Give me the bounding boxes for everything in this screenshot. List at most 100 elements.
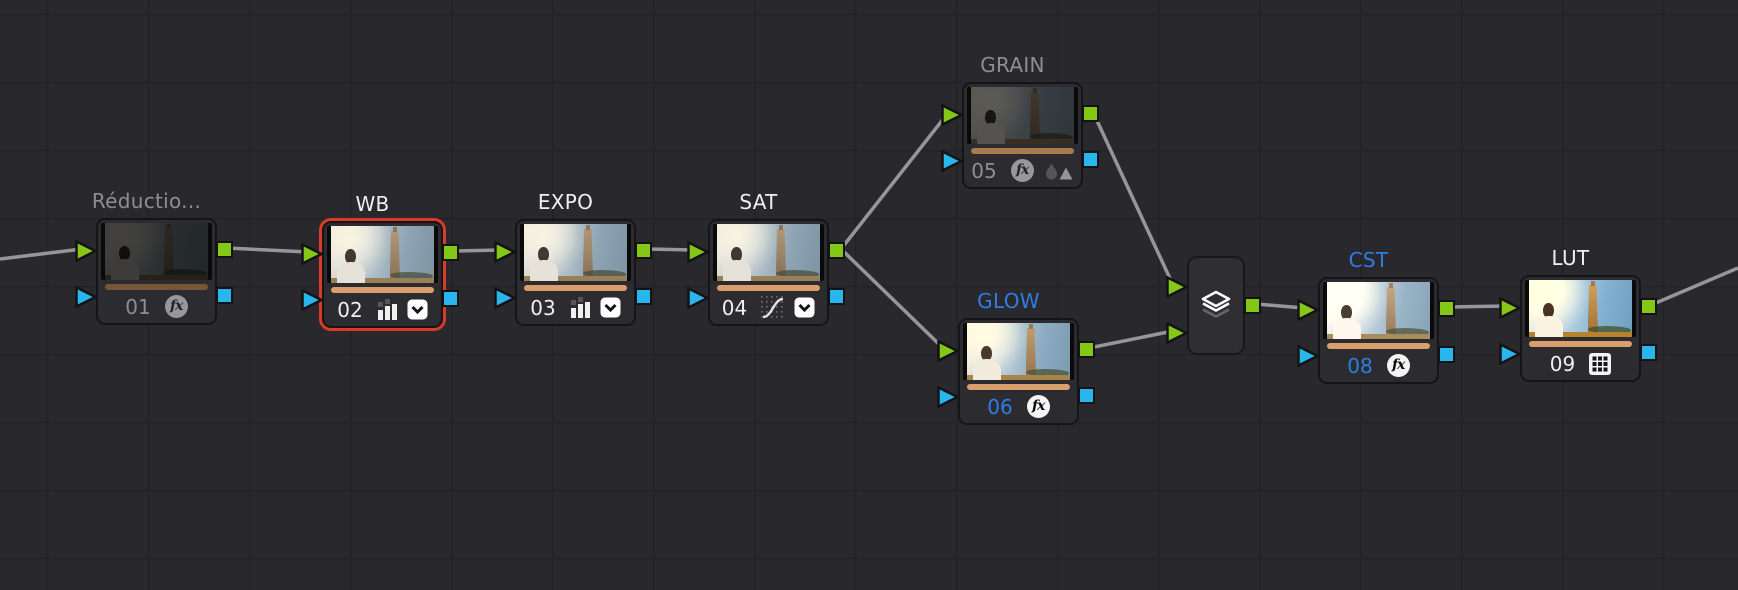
cache-status-bar bbox=[717, 285, 820, 291]
cache-status-bar bbox=[971, 148, 1074, 154]
node-08[interactable]: CST 08 fx bbox=[1297, 248, 1455, 384]
key-input-port[interactable] bbox=[1499, 343, 1521, 365]
connection-node-04-to-node-06[interactable] bbox=[839, 247, 946, 351]
node-thumbnail bbox=[1323, 282, 1434, 339]
node-03[interactable]: EXPO 03 bbox=[494, 190, 652, 326]
rgb-output-port[interactable] bbox=[1438, 300, 1455, 317]
rgb-input-port[interactable] bbox=[941, 104, 963, 126]
mixer-input-1-port[interactable] bbox=[1166, 276, 1188, 298]
cache-status-bar bbox=[1327, 343, 1430, 349]
key-input-port[interactable] bbox=[937, 386, 959, 408]
mixer-input-2-port[interactable] bbox=[1166, 322, 1188, 344]
node-02[interactable]: WB 02 bbox=[301, 192, 459, 328]
cache-status-bar bbox=[331, 287, 434, 293]
key-output-port[interactable] bbox=[1078, 387, 1095, 404]
cache-status-bar bbox=[1529, 341, 1632, 347]
node-number: 01 bbox=[125, 294, 151, 319]
key-input-port[interactable] bbox=[494, 287, 516, 309]
connection-node-01-to-node-02[interactable] bbox=[226, 246, 309, 254]
node-thumbnail bbox=[101, 223, 212, 280]
rgb-input-port[interactable] bbox=[301, 243, 323, 265]
node-label: EXPO bbox=[537, 190, 594, 214]
layers-icon bbox=[1197, 287, 1235, 325]
node-number: 03 bbox=[530, 295, 556, 320]
rgb-input-port[interactable] bbox=[687, 241, 709, 263]
node-thumbnail bbox=[967, 87, 1078, 144]
connection-node-02-to-node-03[interactable] bbox=[454, 248, 502, 253]
node-09[interactable]: LUT 09 bbox=[1499, 246, 1657, 382]
node-thumbnail bbox=[520, 224, 631, 281]
node-label: GRAIN bbox=[980, 53, 1045, 77]
cache-status-bar bbox=[105, 284, 208, 290]
histogram-icon bbox=[570, 296, 591, 319]
cache-status-bar bbox=[524, 285, 627, 291]
rgb-output-port[interactable] bbox=[828, 242, 845, 259]
rgb-output-port[interactable] bbox=[1244, 297, 1261, 314]
rgb-output-port[interactable] bbox=[635, 242, 652, 259]
cache-status-bar bbox=[967, 384, 1070, 390]
node-04[interactable]: SAT 04 bbox=[687, 190, 845, 326]
node-number: 08 bbox=[1347, 353, 1373, 378]
rgb-input-port[interactable] bbox=[494, 241, 516, 263]
node-number: 05 bbox=[971, 158, 997, 183]
key-output-port[interactable] bbox=[1640, 344, 1657, 361]
fx-icon: fx bbox=[1010, 159, 1034, 182]
key-output-port[interactable] bbox=[635, 288, 652, 305]
node-number: 06 bbox=[987, 394, 1013, 419]
key-output-port[interactable] bbox=[442, 290, 459, 307]
rgb-output-port[interactable] bbox=[442, 244, 459, 261]
connection-node-03-to-node-04[interactable] bbox=[647, 247, 695, 252]
node-label: GLOW bbox=[977, 289, 1040, 313]
key-input-port[interactable] bbox=[75, 286, 97, 308]
node-label: CST bbox=[1348, 248, 1389, 272]
key-output-port[interactable] bbox=[1082, 151, 1099, 168]
node-01[interactable]: Réductio... 01 fx bbox=[75, 189, 233, 325]
rgb-input-port[interactable] bbox=[1499, 297, 1521, 319]
enabled-checkbox-icon[interactable] bbox=[794, 297, 815, 318]
node-label: WB bbox=[355, 192, 390, 216]
triangle-icon bbox=[1059, 167, 1073, 179]
key-input-port[interactable] bbox=[301, 289, 323, 311]
fx-icon: fx bbox=[1026, 395, 1050, 418]
connection-layer-mixer-to-node-08[interactable] bbox=[1255, 302, 1305, 310]
connection-node-09-to-output[interactable] bbox=[1650, 266, 1738, 307]
connection-node-04-to-node-05[interactable] bbox=[839, 111, 950, 251]
rgb-output-port[interactable] bbox=[1640, 298, 1657, 315]
histogram-icon bbox=[377, 298, 398, 321]
rgb-input-port[interactable] bbox=[937, 340, 959, 362]
fx-icon: fx bbox=[1386, 354, 1410, 377]
rgb-input-port[interactable] bbox=[1297, 299, 1319, 321]
node-thumbnail bbox=[713, 224, 824, 281]
rgb-input-port[interactable] bbox=[75, 240, 97, 262]
node-number: 02 bbox=[337, 297, 363, 322]
rgb-output-port[interactable] bbox=[216, 241, 233, 258]
key-input-port[interactable] bbox=[941, 150, 963, 172]
key-input-port[interactable] bbox=[1297, 345, 1319, 367]
connection-node-05-to-layer-mixer[interactable] bbox=[1091, 111, 1175, 286]
enabled-checkbox-icon[interactable] bbox=[600, 297, 621, 318]
rgb-output-port[interactable] bbox=[1078, 341, 1095, 358]
grain-indicator-icons bbox=[1043, 161, 1074, 181]
node-05[interactable]: GRAIN 05 fx bbox=[941, 53, 1099, 189]
node-06[interactable]: GLOW 06 fx bbox=[937, 289, 1095, 425]
connection-node-06-to-layer-mixer[interactable] bbox=[1088, 329, 1174, 350]
rgb-output-port[interactable] bbox=[1082, 105, 1099, 122]
key-output-port[interactable] bbox=[216, 287, 233, 304]
connection-input-to-node-01[interactable] bbox=[0, 247, 83, 261]
enabled-checkbox-icon[interactable] bbox=[407, 299, 428, 320]
key-output-port[interactable] bbox=[828, 288, 845, 305]
key-output-port[interactable] bbox=[1438, 346, 1455, 363]
node-label: LUT bbox=[1551, 246, 1590, 270]
curves-icon bbox=[761, 295, 786, 320]
fx-icon: fx bbox=[164, 295, 188, 318]
node-label: SAT bbox=[739, 190, 778, 214]
node-number: 09 bbox=[1549, 351, 1576, 376]
droplet-icon bbox=[1045, 163, 1057, 179]
key-input-port[interactable] bbox=[687, 287, 709, 309]
connection-node-08-to-node-09[interactable] bbox=[1448, 304, 1507, 309]
node-thumbnail bbox=[327, 226, 438, 283]
node-thumbnail bbox=[963, 323, 1074, 380]
layer-mixer-node[interactable] bbox=[1166, 256, 1261, 355]
